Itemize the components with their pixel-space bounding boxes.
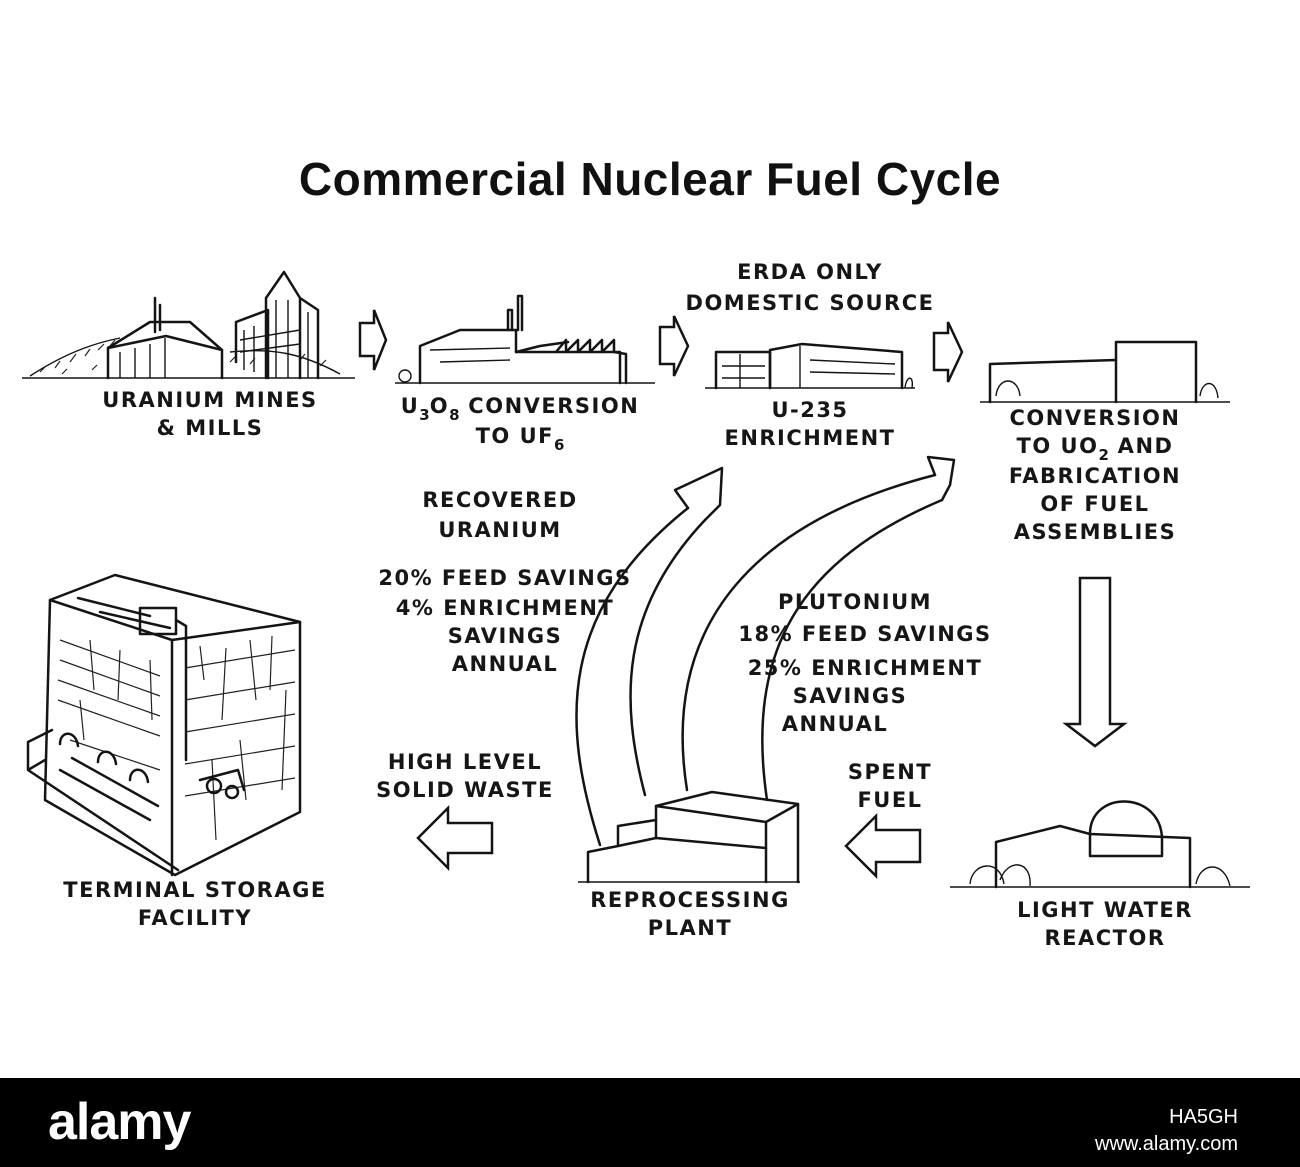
- fabrication-plant-illustration: [980, 340, 1230, 404]
- enrichment-note-line2: DOMESTIC SOURCE: [685, 291, 935, 315]
- enrichment-plant-illustration: [705, 342, 915, 390]
- watermark-bar: alamy HA5GH www.alamy.com: [0, 1078, 1300, 1167]
- reprocessing-label-line1: REPROCESSING: [590, 888, 790, 912]
- image-id: HA5GH www.alamy.com: [1095, 1104, 1238, 1158]
- plutonium-flow-line2: 18% FEED SAVINGS: [738, 622, 992, 646]
- plutonium-flow-line4: SAVINGS: [792, 684, 908, 708]
- plutonium-arrow: [681, 455, 956, 802]
- reactor-label-line2: REACTOR: [1044, 926, 1166, 950]
- fabrication-line2: TO UO2 AND: [1016, 434, 1174, 464]
- storage-label-line1: TERMINAL STORAGE: [63, 878, 327, 902]
- reprocessing-label-line2: PLANT: [647, 916, 733, 940]
- reactor-illustration: [950, 800, 1250, 889]
- flow-arrows-top: [358, 309, 964, 383]
- waste-line2: SOLID WASTE: [376, 778, 554, 802]
- image-site: www.alamy.com: [1095, 1133, 1238, 1155]
- recovered-uranium-label: RECOVERED URANIUM: [380, 486, 620, 544]
- page-title: Commercial Nuclear Fuel Cycle: [298, 153, 1002, 205]
- conversion-uf6-line1: U3O8 CONVERSION: [400, 394, 640, 424]
- uranium-flow-line4: 4% ENRICHMENT: [395, 596, 615, 620]
- mines-label-line2: & MILLS: [156, 416, 264, 440]
- fabrication-line5: ASSEMBLIES: [1013, 520, 1177, 544]
- uranium-flow-line2: URANIUM: [438, 518, 562, 542]
- enrichment-label-line2: ENRICHMENT: [724, 426, 896, 450]
- plutonium-flow-line3: 25% ENRICHMENT: [747, 656, 983, 680]
- conversion-uf6-line2: TO UF6: [475, 424, 565, 454]
- enrichment-note-line1: ERDA ONLY: [737, 260, 883, 284]
- fuel-cycle-diagram: [22, 270, 1250, 889]
- down-arrow: [1062, 576, 1128, 748]
- mines-label-line1: URANIUM MINES: [102, 388, 318, 412]
- plutonium-flow-line1: PLUTONIUM: [777, 590, 933, 614]
- mines-label: URANIUM MINES & MILLS: [70, 386, 350, 442]
- uranium-mines-illustration: [22, 270, 355, 380]
- reprocessing-label: REPROCESSING PLANT: [570, 886, 810, 942]
- waste-label: HIGH LEVEL SOLID WASTE: [355, 748, 575, 804]
- storage-label-line2: FACILITY: [137, 906, 253, 930]
- reactor-label: LIGHT WATER REACTOR: [990, 896, 1220, 952]
- enrichment-note: ERDA ONLY DOMESTIC SOURCE: [660, 258, 960, 317]
- image-id-code: HA5GH: [1169, 1106, 1238, 1128]
- spent-fuel-line2: FUEL: [857, 788, 923, 812]
- spent-fuel-label: SPENT FUEL: [820, 758, 960, 814]
- conversion-uf6-label: U3O8 CONVERSION TO UF6: [375, 392, 665, 454]
- fabrication-line3: FABRICATION: [1008, 464, 1182, 488]
- uranium-flow-line1: RECOVERED: [422, 488, 578, 512]
- storage-label: TERMINAL STORAGE FACILITY: [40, 876, 350, 932]
- brand-logo: alamy: [48, 1093, 191, 1151]
- enrichment-label: U-235 ENRICHMENT: [680, 396, 940, 452]
- plutonium-flow-line5: ANNUAL: [781, 712, 889, 736]
- spent-fuel-arrow: [844, 812, 922, 880]
- waste-line1: HIGH LEVEL: [387, 750, 543, 774]
- conversion-uf6-plant-illustration: [395, 294, 655, 385]
- fabrication-label: CONVERSION TO UO2 AND FABRICATION OF FUE…: [975, 404, 1215, 546]
- fabrication-line1: CONVERSION: [1009, 406, 1181, 430]
- uranium-flow-line6: ANNUAL: [451, 652, 559, 676]
- waste-arrow: [416, 804, 494, 872]
- recovered-uranium-arrow: [575, 466, 724, 847]
- reprocessing-plant-illustration: [578, 790, 800, 884]
- plutonium-label: PLUTONIUM 18% FEED SAVINGS 25% ENRICHMEN…: [720, 588, 1010, 738]
- uranium-savings-label: 20% FEED SAVINGS 4% ENRICHMENT SAVINGS A…: [340, 564, 670, 678]
- spent-fuel-line1: SPENT: [847, 760, 933, 784]
- uranium-flow-line3: 20% FEED SAVINGS: [378, 566, 632, 590]
- uranium-flow-line5: SAVINGS: [447, 624, 563, 648]
- reactor-label-line1: LIGHT WATER: [1017, 898, 1193, 922]
- fabrication-line4: OF FUEL: [1040, 492, 1150, 516]
- storage-facility-illustration: [26, 573, 302, 877]
- enrichment-label-line1: U-235: [771, 398, 849, 422]
